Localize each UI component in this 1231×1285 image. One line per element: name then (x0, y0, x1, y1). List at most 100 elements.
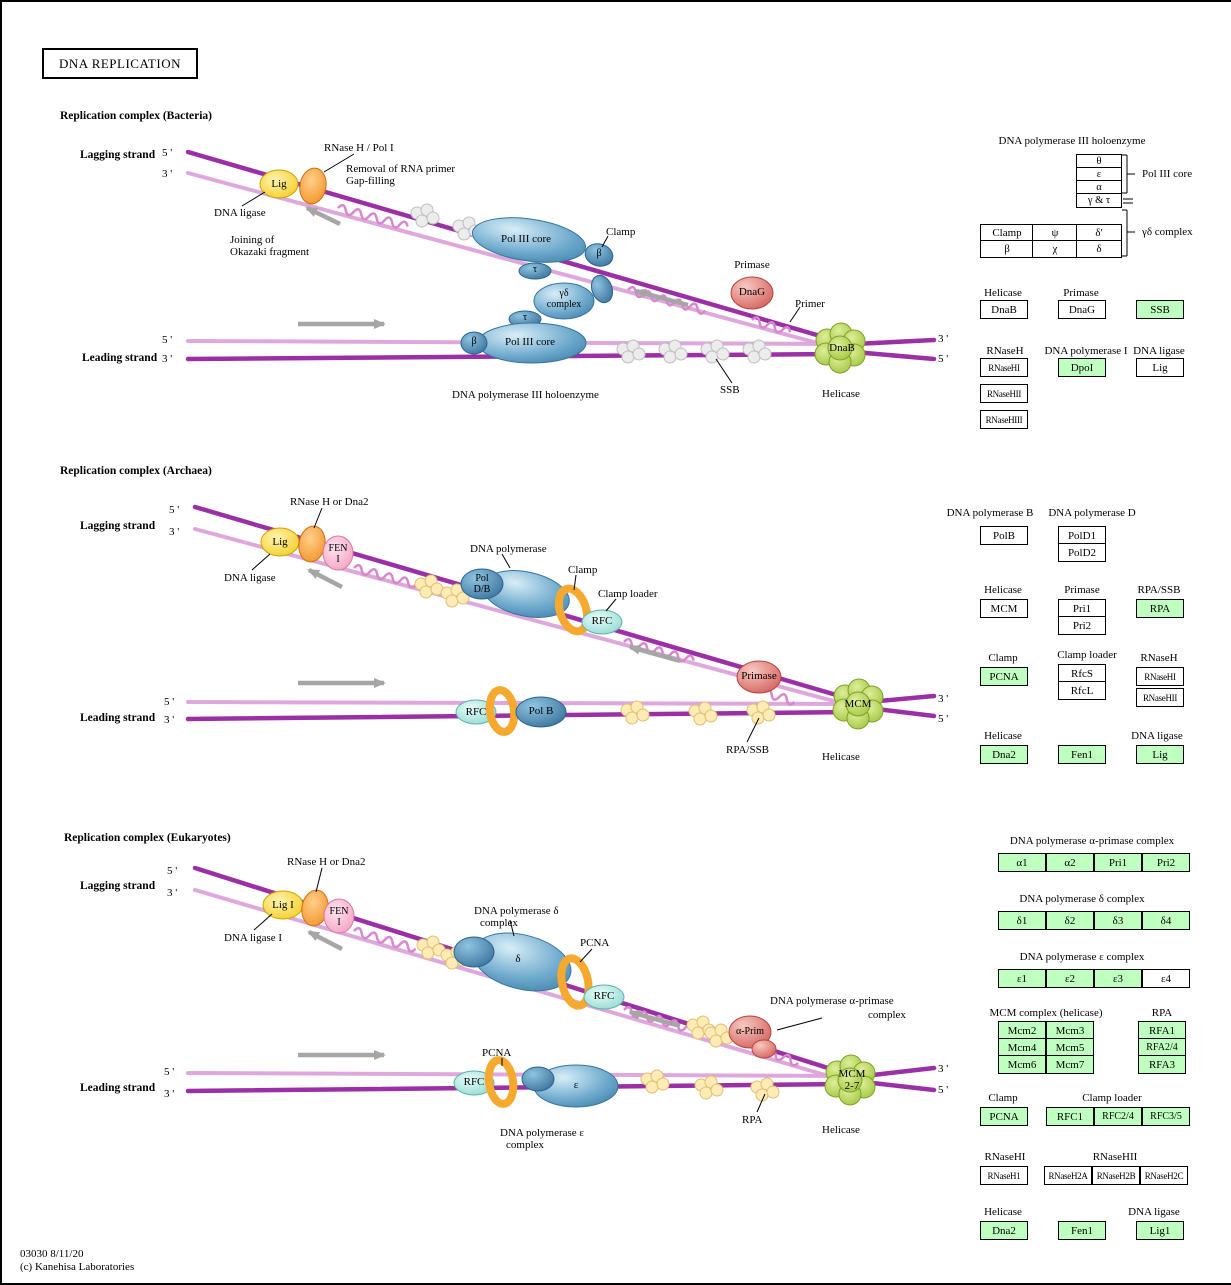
pol-epsilon-panel-header: DNA polymerase ε complex (1019, 951, 1145, 963)
kegg-box-rfc24[interactable]: RFC2/4 (1094, 1107, 1142, 1126)
primase-label: Primase (734, 259, 770, 271)
kegg-box-rnasehii[interactable]: RNaseHII (980, 384, 1028, 403)
pol-db-blob (460, 568, 504, 600)
rpa-ssb-header: RPA/SSB (1137, 584, 1181, 596)
rpa-beads (746, 700, 776, 725)
kegg-box-d3[interactable]: δ3 (1094, 911, 1142, 930)
pol3-core-top-blob (471, 217, 587, 263)
kegg-box-pri2[interactable]: Pri2 (1142, 853, 1190, 872)
pol-b-blob-label: Pol B (528, 705, 554, 717)
kegg-box-rfc35[interactable]: RFC3/5 (1142, 1107, 1190, 1126)
mcm-complex-header: MCM complex (helicase) (989, 1007, 1103, 1019)
kegg-box-rfa24[interactable]: RFA2/4 (1138, 1038, 1186, 1057)
kegg-box-e3[interactable]: ε3 (1094, 969, 1142, 988)
kegg-box-pri1[interactable]: Pri1 (1094, 853, 1142, 872)
rpa-label: RPA (742, 1114, 763, 1126)
kegg-box-pri1[interactable]: Pri1 (1058, 599, 1106, 618)
kegg-box-a1[interactable]: α1 (998, 853, 1046, 872)
kegg-box-chi[interactable]: χ (1032, 240, 1078, 258)
kegg-box-mcm7[interactable]: Mcm7 (1046, 1055, 1094, 1074)
kegg-box-mcm[interactable]: MCM (980, 599, 1028, 618)
ssb-beads (742, 339, 772, 364)
pcna-label: PCNA (482, 1047, 512, 1059)
tau-label: τ (522, 312, 528, 323)
ssb-beads (700, 339, 730, 364)
kegg-box-lig[interactable]: Lig (1136, 358, 1184, 377)
alpha-primase-label-2: complex (868, 1009, 906, 1021)
kegg-box-dna2[interactable]: Dna2 (980, 745, 1028, 764)
kegg-box-d1[interactable]: δ1 (998, 911, 1046, 930)
kegg-box-pold1[interactable]: PolD1 (1058, 526, 1106, 545)
kegg-box-rpa[interactable]: RPA (1136, 599, 1184, 618)
kegg-box-beta[interactable]: β (980, 240, 1034, 258)
alpha-primase-label-1: DNA polymerase α-primase (770, 995, 894, 1007)
kegg-box-rnasehi[interactable]: RNaseHI (980, 358, 1028, 377)
strand-end-label: 5 ' (938, 713, 949, 725)
kegg-box-mcm5[interactable]: Mcm5 (1046, 1038, 1094, 1057)
kegg-box-ssb[interactable]: SSB (1136, 300, 1184, 319)
direction-arrow (307, 567, 344, 590)
rnaseh-poli-label: RNase H / Pol I (324, 142, 394, 154)
kegg-box-polb[interactable]: PolB (980, 526, 1028, 545)
kegg-box-rfcs[interactable]: RfcS (1058, 664, 1106, 683)
kegg-box-rfa1[interactable]: RFA1 (1138, 1021, 1186, 1040)
primase-header: Primase (1063, 287, 1099, 299)
kegg-box-rnaseh2b[interactable]: RNaseH2B (1092, 1166, 1140, 1185)
fen-blob-label-1: FEN (329, 906, 349, 917)
kegg-box-fen1[interactable]: Fen1 (1058, 1221, 1106, 1240)
kegg-box-dpoi[interactable]: DpoI (1058, 358, 1106, 377)
strand-end-label: 5 ' (162, 147, 173, 159)
bacteria-parent-strand-bottom (851, 349, 937, 362)
kegg-box-d4[interactable]: δ4 (1142, 911, 1190, 930)
kegg-box-gamma-tau[interactable]: γ & τ (1076, 193, 1122, 208)
pol-b-blob (515, 696, 567, 728)
kegg-box-rnasehii[interactable]: RNaseHII (1136, 688, 1184, 707)
eukaryote-diagram (185, 865, 937, 1113)
kegg-box-delta[interactable]: δ (1076, 240, 1122, 258)
kegg-box-rnaseh1[interactable]: RNaseH1 (980, 1166, 1028, 1185)
kegg-box-mcm2[interactable]: Mcm2 (998, 1021, 1046, 1040)
kegg-box-rnaseh2a[interactable]: RNaseH2A (1044, 1166, 1092, 1185)
ssb-label: SSB (720, 384, 740, 396)
eukaryote-section-title: Replication complex (Eukaryotes) (64, 832, 231, 844)
lagging-strand-label: Lagging strand (80, 520, 156, 532)
kegg-box-lig1[interactable]: Lig1 (1136, 1221, 1184, 1240)
kegg-box-dnag[interactable]: DnaG (1058, 300, 1106, 319)
kegg-box-rnasehiii[interactable]: RNaseHIII (980, 410, 1028, 429)
kegg-box-e1[interactable]: ε1 (998, 969, 1046, 988)
pol3-core-top-label: Pol III core (500, 233, 552, 245)
kegg-box-a2[interactable]: α2 (1046, 853, 1094, 872)
kegg-box-clamp[interactable]: Clamp (980, 224, 1034, 242)
lig-blob-label: Lig (272, 536, 288, 548)
kegg-box-rnaseh2c[interactable]: RNaseH2C (1140, 1166, 1188, 1185)
tau-subunit (518, 262, 552, 280)
kegg-box-dna2[interactable]: Dna2 (980, 1221, 1028, 1240)
fen-blob-label-2: I (336, 554, 340, 565)
kegg-box-e4[interactable]: ε4 (1142, 969, 1190, 988)
dna-ligase1-label: DNA ligase I (224, 932, 283, 944)
kegg-box-dnab[interactable]: DnaB (980, 300, 1028, 319)
kegg-box-d2[interactable]: δ2 (1046, 911, 1094, 930)
kegg-box-rfa3[interactable]: RFA3 (1138, 1055, 1186, 1074)
strand-end-label: 3 ' (938, 693, 949, 705)
kegg-box-lig[interactable]: Lig (1136, 745, 1184, 764)
helicase-label: Helicase (822, 388, 860, 400)
kegg-box-mcm6[interactable]: Mcm6 (998, 1055, 1046, 1074)
rfc-clamp-loader-blob (453, 1070, 495, 1096)
kegg-box-pcna[interactable]: PCNA (980, 667, 1028, 686)
helicase-header: Helicase (984, 287, 1022, 299)
kegg-box-mcm3[interactable]: Mcm3 (1046, 1021, 1094, 1040)
rnaseh-poli-blob (299, 167, 327, 205)
kegg-box-fen1[interactable]: Fen1 (1058, 745, 1106, 764)
kegg-box-mcm4[interactable]: Mcm4 (998, 1038, 1046, 1057)
kegg-box-pold2[interactable]: PolD2 (1058, 543, 1106, 562)
gd-complex-bracket-label: γδ complex (1142, 226, 1193, 238)
kegg-box-e2[interactable]: ε2 (1046, 969, 1094, 988)
kegg-box-rnasehi[interactable]: RNaseHI (1136, 667, 1184, 686)
kegg-box-pcna[interactable]: PCNA (980, 1107, 1028, 1126)
strand-end-label: 3 ' (164, 1088, 175, 1100)
dnab-helicase-cluster (814, 322, 866, 374)
kegg-box-pri2[interactable]: Pri2 (1058, 616, 1106, 635)
kegg-box-rfcl[interactable]: RfcL (1058, 681, 1106, 700)
kegg-box-rfc1[interactable]: RFC1 (1046, 1107, 1094, 1126)
